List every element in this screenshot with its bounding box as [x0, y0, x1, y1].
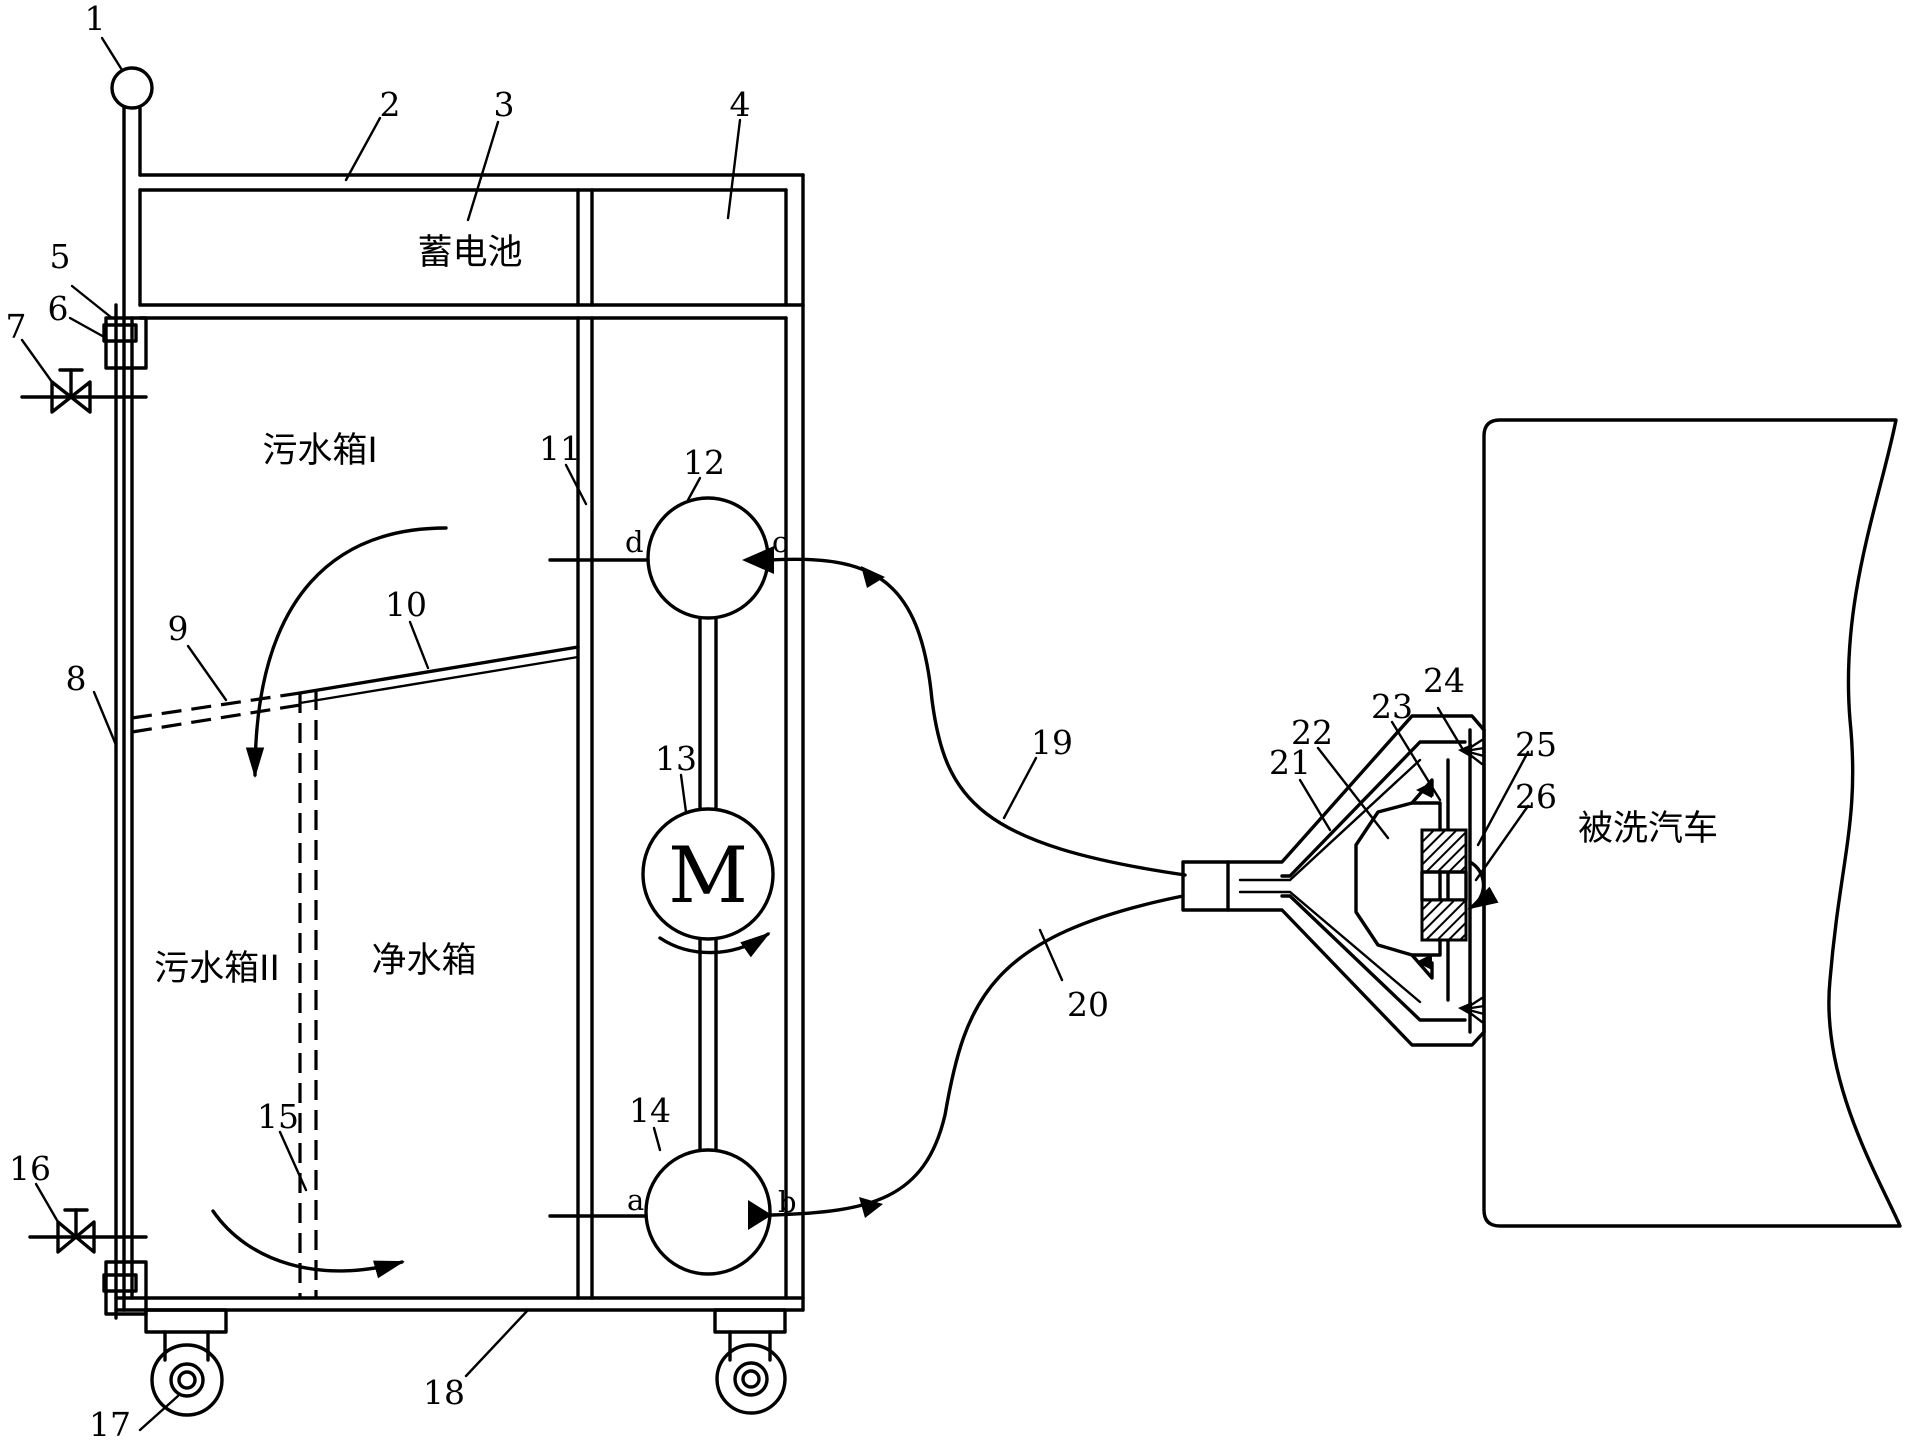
- ref-7: 7: [6, 307, 27, 346]
- pump-upper: [548, 496, 774, 620]
- ref-10: 10: [385, 585, 427, 624]
- ref-15: 15: [257, 1097, 299, 1136]
- port-b: b: [778, 1185, 797, 1219]
- ref-17: 17: [89, 1405, 131, 1441]
- ref-5: 5: [50, 237, 71, 276]
- flow-arrows: [211, 526, 448, 1279]
- handle-grip: [110, 66, 154, 110]
- ref-16: 16: [9, 1149, 51, 1188]
- nozzle-top: [1458, 738, 1486, 766]
- reference-numbers: 1 2 3 4 5 6 7 8 9 10 11 12 13 14 15 16 1…: [6, 0, 1558, 1441]
- car-body: [1482, 418, 1902, 1228]
- ref-20: 20: [1067, 985, 1109, 1024]
- battery-label: 蓄电池: [417, 233, 522, 273]
- ref-26: 26: [1515, 777, 1557, 816]
- ref-21: 21: [1269, 743, 1311, 782]
- hoses: [768, 557, 1187, 1218]
- ref-1: 1: [85, 0, 106, 38]
- top-compartments: [138, 173, 805, 1312]
- wheel-left: [144, 1308, 228, 1417]
- handle-frame: [110, 66, 805, 1320]
- leader-lines: [20, 36, 1530, 1432]
- cleaning-head: [1181, 714, 1499, 1047]
- pump-lower: [548, 1148, 772, 1276]
- ref-8: 8: [66, 659, 87, 698]
- ref-9: 9: [168, 609, 189, 648]
- ref-24: 24: [1423, 661, 1465, 700]
- motor-label: M: [668, 831, 748, 921]
- valve-bottom: [28, 1208, 148, 1254]
- sewage-tank-2-label: 污水箱II: [154, 949, 280, 989]
- ref-3: 3: [494, 85, 515, 124]
- ref-6: 6: [48, 289, 69, 328]
- ref-25: 25: [1515, 725, 1557, 764]
- drive-shaft: [698, 616, 718, 1152]
- ref-19: 19: [1031, 723, 1073, 762]
- port-c: c: [772, 525, 788, 559]
- ref-18: 18: [423, 1373, 465, 1412]
- nozzle-bottom: [1458, 996, 1486, 1024]
- ref-22: 22: [1291, 713, 1333, 752]
- motor: M: [641, 807, 775, 958]
- clean-tank-label: 净水箱: [371, 941, 476, 981]
- tank-body: [102, 316, 805, 1316]
- ref-13: 13: [655, 739, 697, 778]
- partitions: [131, 645, 580, 1298]
- port-a: a: [627, 1183, 644, 1217]
- ref-12: 12: [683, 443, 725, 482]
- port-d: d: [625, 525, 644, 559]
- ref-2: 2: [380, 85, 401, 124]
- ref-14: 14: [629, 1091, 671, 1130]
- ref-11: 11: [539, 429, 581, 468]
- wheel-right: [713, 1308, 787, 1415]
- car-label: 被洗汽车: [1578, 809, 1718, 849]
- ref-23: 23: [1371, 687, 1413, 726]
- valve-top: [20, 368, 148, 414]
- ref-4: 4: [730, 85, 751, 124]
- sewage-tank-1-label: 污水箱I: [262, 431, 377, 471]
